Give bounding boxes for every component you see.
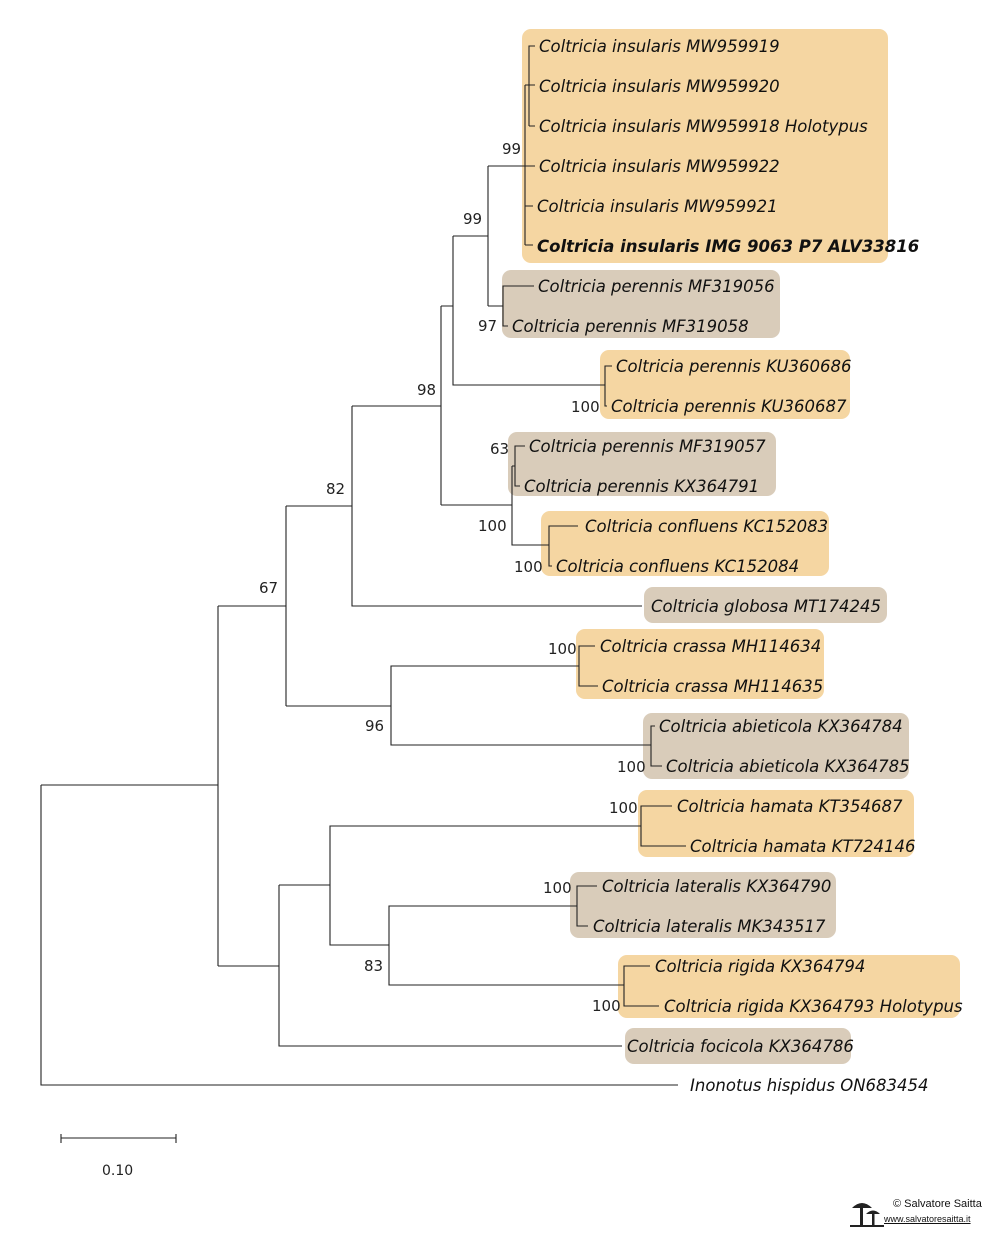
bootstrap-value: 97 xyxy=(478,317,497,335)
taxon-label: Coltricia perennis KU360687 xyxy=(611,397,847,416)
bootstrap-value: 100 xyxy=(571,398,600,416)
bootstrap-value: 67 xyxy=(259,579,278,597)
bootstrap-values: 99 99 97 100 98 63 100 100 82 67 100 96 … xyxy=(259,140,646,1015)
highlight-confluens xyxy=(541,511,829,576)
branch-node67 xyxy=(218,506,287,706)
branch-node83 xyxy=(388,905,624,986)
bootstrap-value: 100 xyxy=(543,879,572,897)
bootstrap-value: 100 xyxy=(478,517,507,535)
highlight-perennis-mf319 xyxy=(502,270,780,338)
taxon-label: Coltricia insularis MW959920 xyxy=(539,77,780,96)
taxon-label: Coltricia insularis MW959919 xyxy=(539,37,780,56)
highlight-crassa xyxy=(576,629,824,699)
highlight-globosa xyxy=(644,587,887,623)
bootstrap-value: 83 xyxy=(364,957,383,975)
bootstrap-value: 98 xyxy=(417,381,436,399)
branch-node98 xyxy=(352,306,442,505)
highlight-insularis xyxy=(522,29,888,263)
branch-root xyxy=(40,785,678,1086)
scale-bar-line xyxy=(60,1134,177,1143)
branch-hamata xyxy=(640,805,686,847)
taxon-label: Coltricia rigida KX364793 Holotypus xyxy=(664,997,963,1016)
branch-perennis-mf-kx xyxy=(512,445,525,487)
taxon-label: Coltricia rigida KX364794 xyxy=(655,957,865,976)
bootstrap-value: 99 xyxy=(463,210,482,228)
branch-perennis-ku xyxy=(600,365,612,407)
branch-node99-outer xyxy=(441,236,600,386)
highlight-lateralis xyxy=(570,872,836,938)
highlight-focicola xyxy=(625,1028,851,1064)
taxon-label: Coltricia perennis KU360686 xyxy=(616,357,852,376)
branch-lateralis xyxy=(576,885,597,927)
credit-url: www.salvatoresaitta.it xyxy=(884,1214,971,1224)
highlight-abieticola xyxy=(643,713,909,779)
taxon-label: Coltricia abieticola KX364785 xyxy=(666,757,910,776)
scale-bar-label: 0.10 xyxy=(102,1163,133,1179)
branch-node100-a xyxy=(441,466,546,546)
branch-confluens xyxy=(546,525,578,567)
branch-node82 xyxy=(286,406,642,607)
branch-lower-split xyxy=(279,825,641,946)
branch-insularis xyxy=(488,45,535,246)
branch-abieticola xyxy=(650,725,662,767)
bootstrap-value: 100 xyxy=(609,799,638,817)
bootstrap-value: 100 xyxy=(617,758,646,776)
credit-watermark: © Salvatore Saitta www.salvatoresaitta.i… xyxy=(848,1196,986,1230)
taxon-label: Coltricia globosa MT174245 xyxy=(651,597,881,616)
scale-bar: 0.10 xyxy=(60,1134,177,1179)
taxon-label: Coltricia confluens KC152083 xyxy=(585,517,828,536)
branch-crassa xyxy=(578,645,598,687)
branch-lower xyxy=(218,885,622,1047)
taxon-label: Coltricia insularis MW959921 xyxy=(537,197,778,216)
clade-highlights xyxy=(502,29,960,1064)
branch-perennis-mf319 xyxy=(488,285,534,327)
highlight-perennis-mf-kx xyxy=(508,432,776,496)
taxon-label: Coltricia perennis MF319058 xyxy=(512,317,749,336)
taxon-label: Coltricia perennis MF319057 xyxy=(529,437,766,456)
highlight-perennis-ku xyxy=(600,350,850,419)
highlight-rigida xyxy=(618,955,960,1018)
taxon-label: Coltricia crassa MH114635 xyxy=(602,677,823,696)
branches xyxy=(40,45,686,1086)
taxon-labels: Coltricia insularis MW959919 Coltricia i… xyxy=(512,37,963,1095)
credit-copyright: © Salvatore Saitta xyxy=(893,1198,982,1210)
highlight-hamata xyxy=(638,790,914,857)
taxon-label: Coltricia confluens KC152084 xyxy=(556,557,799,576)
branch-node99-inner xyxy=(453,166,489,306)
bootstrap-value: 96 xyxy=(365,717,384,735)
bootstrap-value: 82 xyxy=(326,480,345,498)
taxon-label: Coltricia hamata KT354687 xyxy=(677,797,903,816)
taxon-label: Coltricia insularis MW959918 Holotypus xyxy=(539,117,868,136)
taxon-label: Coltricia perennis KX364791 xyxy=(524,477,759,496)
taxon-label: Coltricia perennis MF319056 xyxy=(538,277,775,296)
taxon-label: Coltricia lateralis KX364790 xyxy=(602,877,831,896)
taxon-label: Coltricia insularis MW959922 xyxy=(539,157,780,176)
taxon-label-outgroup: Inonotus hispidus ON683454 xyxy=(690,1076,929,1095)
taxon-label: Coltricia focicola KX364786 xyxy=(627,1037,854,1056)
taxon-label: Coltricia hamata KT724146 xyxy=(690,837,916,856)
taxon-label: Coltricia crassa MH114634 xyxy=(600,637,821,656)
taxon-label: Coltricia lateralis MK343517 xyxy=(593,917,826,936)
bootstrap-value: 100 xyxy=(514,558,543,576)
taxon-label-bold: Coltricia insularis IMG 9063 P7 ALV33816 xyxy=(537,237,919,256)
mushroom-logo-icon xyxy=(850,1203,884,1227)
bootstrap-value: 99 xyxy=(502,140,521,158)
branch-rigida xyxy=(623,965,659,1007)
taxon-label: Coltricia abieticola KX364784 xyxy=(659,717,903,736)
bootstrap-value: 63 xyxy=(490,440,509,458)
bootstrap-value: 100 xyxy=(548,640,577,658)
bootstrap-value: 100 xyxy=(592,997,621,1015)
branch-node96 xyxy=(286,665,651,746)
